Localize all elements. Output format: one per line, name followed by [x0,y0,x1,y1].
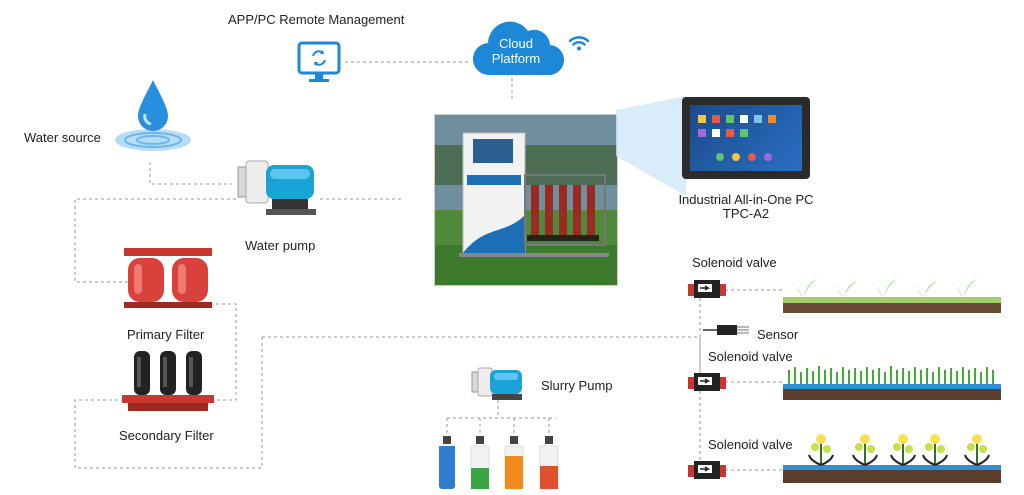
remote-management-label: APP/PC Remote Management [228,12,405,27]
tank-blue [439,436,455,489]
primary-filter-label: Primary Filter [127,327,205,342]
water-pump-icon [236,153,320,224]
fertigation-machine-photo [434,114,618,286]
secondary-filter-label: Secondary Filter [119,428,214,443]
solenoid-valve-label-3: Solenoid valve [708,437,793,452]
slurry-pump-icon [470,364,526,407]
water-source-icon [112,76,194,161]
fertilizer-tanks [436,432,566,495]
pc-model: TPC-A2 [722,206,770,221]
tank-red [539,436,559,490]
display-beam [616,96,686,201]
tank-orange [504,436,524,490]
secondary-filter-icon [120,347,216,422]
monitor-icon [297,41,341,90]
water-pump-label: Water pump [245,238,316,253]
pc-name: Industrial All-in-One PC [678,192,814,207]
industrial-pc-image [682,97,810,179]
solenoid-valve-label-1: Solenoid valve [692,255,777,270]
tank-green [470,436,490,490]
industrial-pc-label: Industrial All-in-One PC TPC-A2 [652,193,840,221]
water-source-label: Water source [24,130,101,145]
crop-plot-2 [783,362,1001,402]
solenoid-valve-label-2: Solenoid valve [708,349,793,364]
slurry-pump-label: Slurry Pump [541,378,613,393]
solenoid-valve-icon-1 [688,278,726,305]
primary-filter-icon [120,244,216,315]
solenoid-valve-icon-2 [688,371,726,398]
sensor-icon [703,322,751,343]
solenoid-valve-icon-3 [688,459,726,486]
pc-screen-apps [698,115,776,161]
sensor-label: Sensor [757,327,799,342]
cloud-platform-label: Cloud Platform [491,36,541,66]
cloud-icon [470,15,565,84]
crop-plot-1 [783,265,1001,315]
crop-plot-3 [783,425,1001,487]
wifi-icon [568,34,590,57]
